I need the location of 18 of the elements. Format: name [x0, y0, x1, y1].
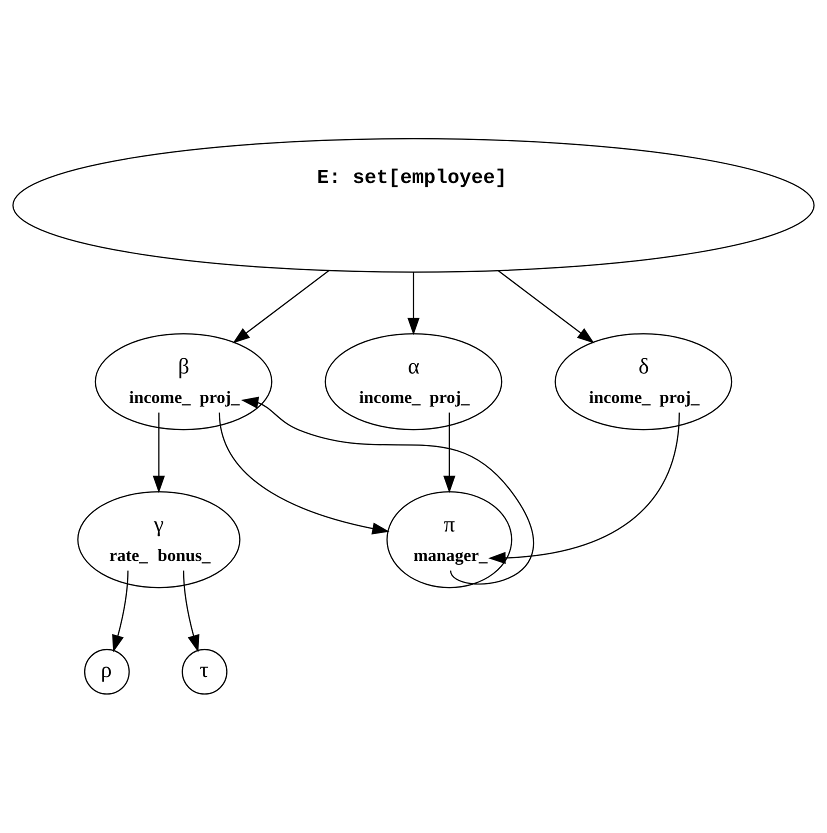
node-ellipse: γ rate_ bonus_ — [77, 491, 240, 588]
arrow — [182, 570, 200, 652]
arrow — [497, 270, 594, 344]
node-circle: τ — [182, 648, 228, 695]
node-ellipse: β income_ proj_ — [94, 333, 272, 430]
node-ellipse: π manager_ — [386, 491, 512, 588]
arrow — [152, 412, 165, 494]
node-ellipse: E: set[employee] — [12, 138, 815, 273]
node-ellipse: δ income_ proj_ — [554, 333, 732, 430]
node-ellipse: α income_ proj_ — [324, 333, 502, 430]
node-circle: ρ — [84, 648, 130, 695]
arrow — [232, 270, 330, 344]
arrow — [407, 272, 420, 336]
arrow — [112, 570, 129, 652]
arrow — [443, 412, 456, 494]
arrow — [241, 396, 534, 585]
arrow — [488, 412, 680, 564]
arrow — [218, 412, 390, 534]
